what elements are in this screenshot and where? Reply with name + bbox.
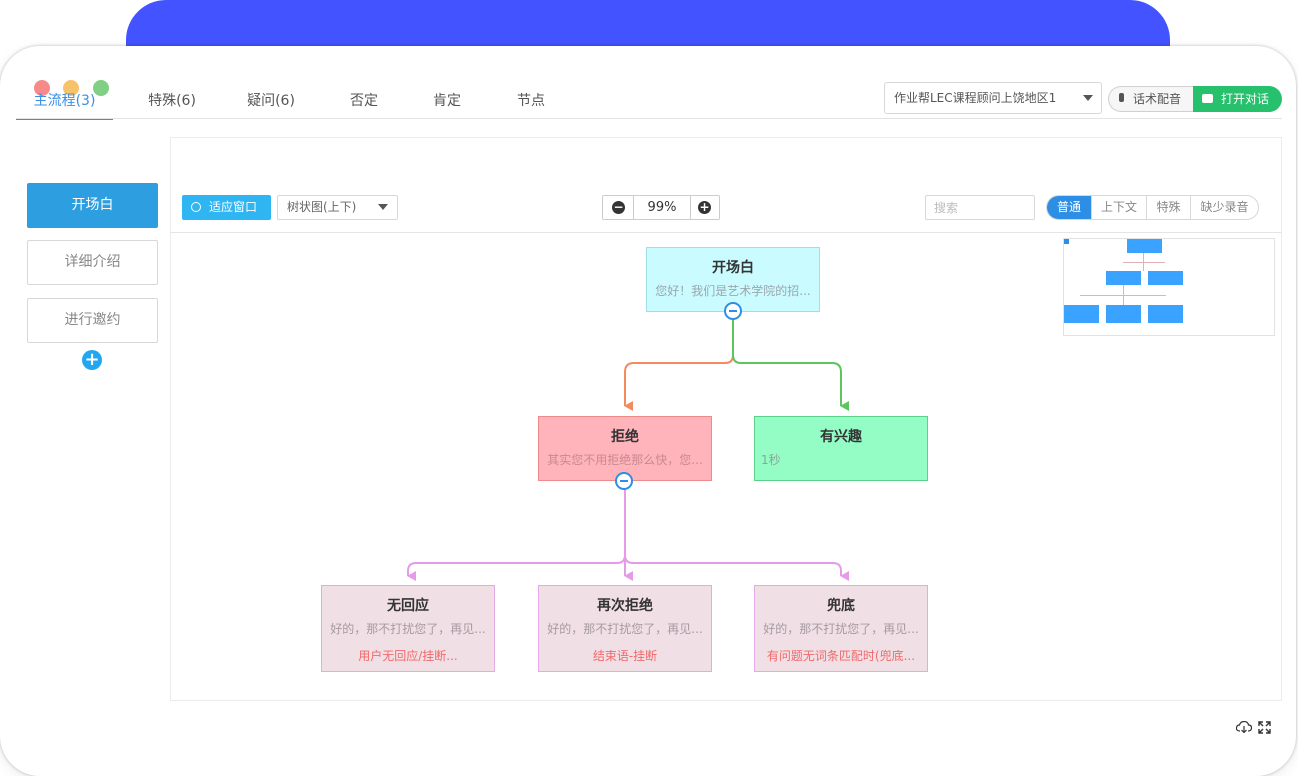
open-chat-button[interactable]: 打开对话 xyxy=(1193,86,1282,112)
cloud-download-icon[interactable] xyxy=(1236,721,1252,733)
node-reject-title: 拒绝 xyxy=(611,429,639,445)
node-fallback[interactable]: 兜底 好的，那不打扰您了，再见... 有问题无词条匹配时(兜底... xyxy=(754,585,928,672)
layout-select[interactable]: 树状图(上下) xyxy=(277,195,398,220)
tab-nodes[interactable]: 节点 xyxy=(517,93,545,109)
minimap-node xyxy=(1148,271,1183,285)
open-chat-label: 打开对话 xyxy=(1221,92,1270,106)
node-fallback-action: 有问题无词条匹配时(兜底... xyxy=(766,649,916,663)
tabs-divider xyxy=(16,118,1282,119)
edge-reject-fallback xyxy=(624,489,849,581)
node-reject-text: 其实您不用拒绝那么快，您... xyxy=(547,453,703,467)
tab-main-flow[interactable]: 主流程(3) xyxy=(16,84,113,120)
view-mode-missing-audio[interactable]: 缺少录音 xyxy=(1190,196,1258,219)
view-mode-normal[interactable]: 普通 xyxy=(1047,196,1091,219)
zoom-out-button[interactable]: − xyxy=(612,200,625,214)
node-reject-again-action: 结束语-挂断 xyxy=(592,649,658,663)
edge-root-interested xyxy=(732,320,849,411)
chat-bubble-icon xyxy=(1202,94,1213,103)
layout-select-value: 树状图(上下) xyxy=(287,200,357,214)
sidebar-item-invite[interactable]: 进行邀约 xyxy=(27,298,158,343)
view-mode-switch: 普通 上下文 特殊 缺少录音 xyxy=(1046,195,1259,220)
toolbar-divider xyxy=(170,232,1282,233)
close-window-dot[interactable] xyxy=(34,80,50,96)
node-reject-again[interactable]: 再次拒绝 好的，那不打扰您了，再见... 结束语-挂断 xyxy=(538,585,712,672)
fit-window-button[interactable]: 适应窗口 xyxy=(182,195,271,220)
minimize-window-dot[interactable] xyxy=(63,80,79,96)
project-select[interactable]: 作业帮LEC课程顾问上饶地区1 xyxy=(884,82,1102,114)
voice-dub-label: 话术配音 xyxy=(1133,92,1182,106)
node-fallback-text: 好的，那不打扰您了，再见... xyxy=(763,622,919,636)
edge-root-reject xyxy=(624,320,734,411)
minimap-node xyxy=(1127,239,1162,253)
maximize-window-dot[interactable] xyxy=(93,80,109,96)
minimap-viewport-handle[interactable] xyxy=(1064,239,1069,244)
node-interested-title: 有兴趣 xyxy=(820,429,862,445)
flow-canvas-panel xyxy=(170,137,1282,701)
node-reject-again-title: 再次拒绝 xyxy=(597,598,653,614)
zoom-value: 99% xyxy=(633,196,691,219)
node-opening-title: 开场白 xyxy=(712,260,754,276)
sidebar-item-details[interactable]: 详细介绍 xyxy=(27,240,158,285)
view-mode-context[interactable]: 上下文 xyxy=(1091,196,1146,219)
fit-window-label: 适应窗口 xyxy=(209,200,258,214)
node-reject-again-text: 好的，那不打扰您了，再见... xyxy=(547,622,703,636)
node-fallback-title: 兜底 xyxy=(827,598,855,614)
node-interested[interactable]: 有兴趣 1秒 xyxy=(754,416,928,481)
collapse-reject-button[interactable] xyxy=(615,472,633,490)
voice-dub-button[interactable]: 话术配音 xyxy=(1108,86,1194,112)
edge-reject-no-response xyxy=(407,489,626,581)
tab-negative[interactable]: 否定 xyxy=(350,93,378,109)
zoom-control: − 99% + xyxy=(602,195,720,220)
node-no-response-text: 好的，那不打扰您了，再见... xyxy=(330,622,486,636)
minimap-node xyxy=(1106,271,1141,285)
add-flow-button[interactable]: + xyxy=(82,350,102,370)
minimap-node xyxy=(1064,305,1099,323)
zoom-in-button[interactable]: + xyxy=(698,200,711,214)
minimap-node xyxy=(1148,305,1183,323)
fullscreen-icon[interactable] xyxy=(1258,721,1271,734)
minimap-line xyxy=(1080,295,1166,296)
node-no-response-title: 无回应 xyxy=(387,598,429,614)
chevron-down-icon xyxy=(1083,95,1093,101)
tab-positive[interactable]: 肯定 xyxy=(433,93,461,109)
node-reject[interactable]: 拒绝 其实您不用拒绝那么快，您... xyxy=(538,416,712,481)
fit-circle-icon xyxy=(191,202,201,212)
minimap-node xyxy=(1106,305,1141,323)
view-mode-special[interactable]: 特殊 xyxy=(1146,196,1190,219)
collapse-opening-button[interactable] xyxy=(724,302,742,320)
node-interested-text: 1秒 xyxy=(761,453,781,467)
node-opening-text: 您好！我们是艺术学院的招... xyxy=(655,284,811,298)
tab-special[interactable]: 特殊(6) xyxy=(148,93,196,109)
node-no-response-action: 用户无回应/挂断... xyxy=(358,649,458,663)
sidebar-item-opening[interactable]: 开场白 xyxy=(27,183,158,228)
microphone-icon xyxy=(1119,93,1124,102)
minimap[interactable] xyxy=(1063,238,1275,336)
tab-questions[interactable]: 疑问(6) xyxy=(247,93,295,109)
minimap-line xyxy=(1123,262,1165,263)
node-search-input[interactable] xyxy=(925,195,1035,220)
project-select-value: 作业帮LEC课程顾问上饶地区1 xyxy=(894,91,1057,105)
chevron-down-icon xyxy=(378,204,388,210)
node-no-response[interactable]: 无回应 好的，那不打扰您了，再见... 用户无回应/挂断... xyxy=(321,585,495,672)
